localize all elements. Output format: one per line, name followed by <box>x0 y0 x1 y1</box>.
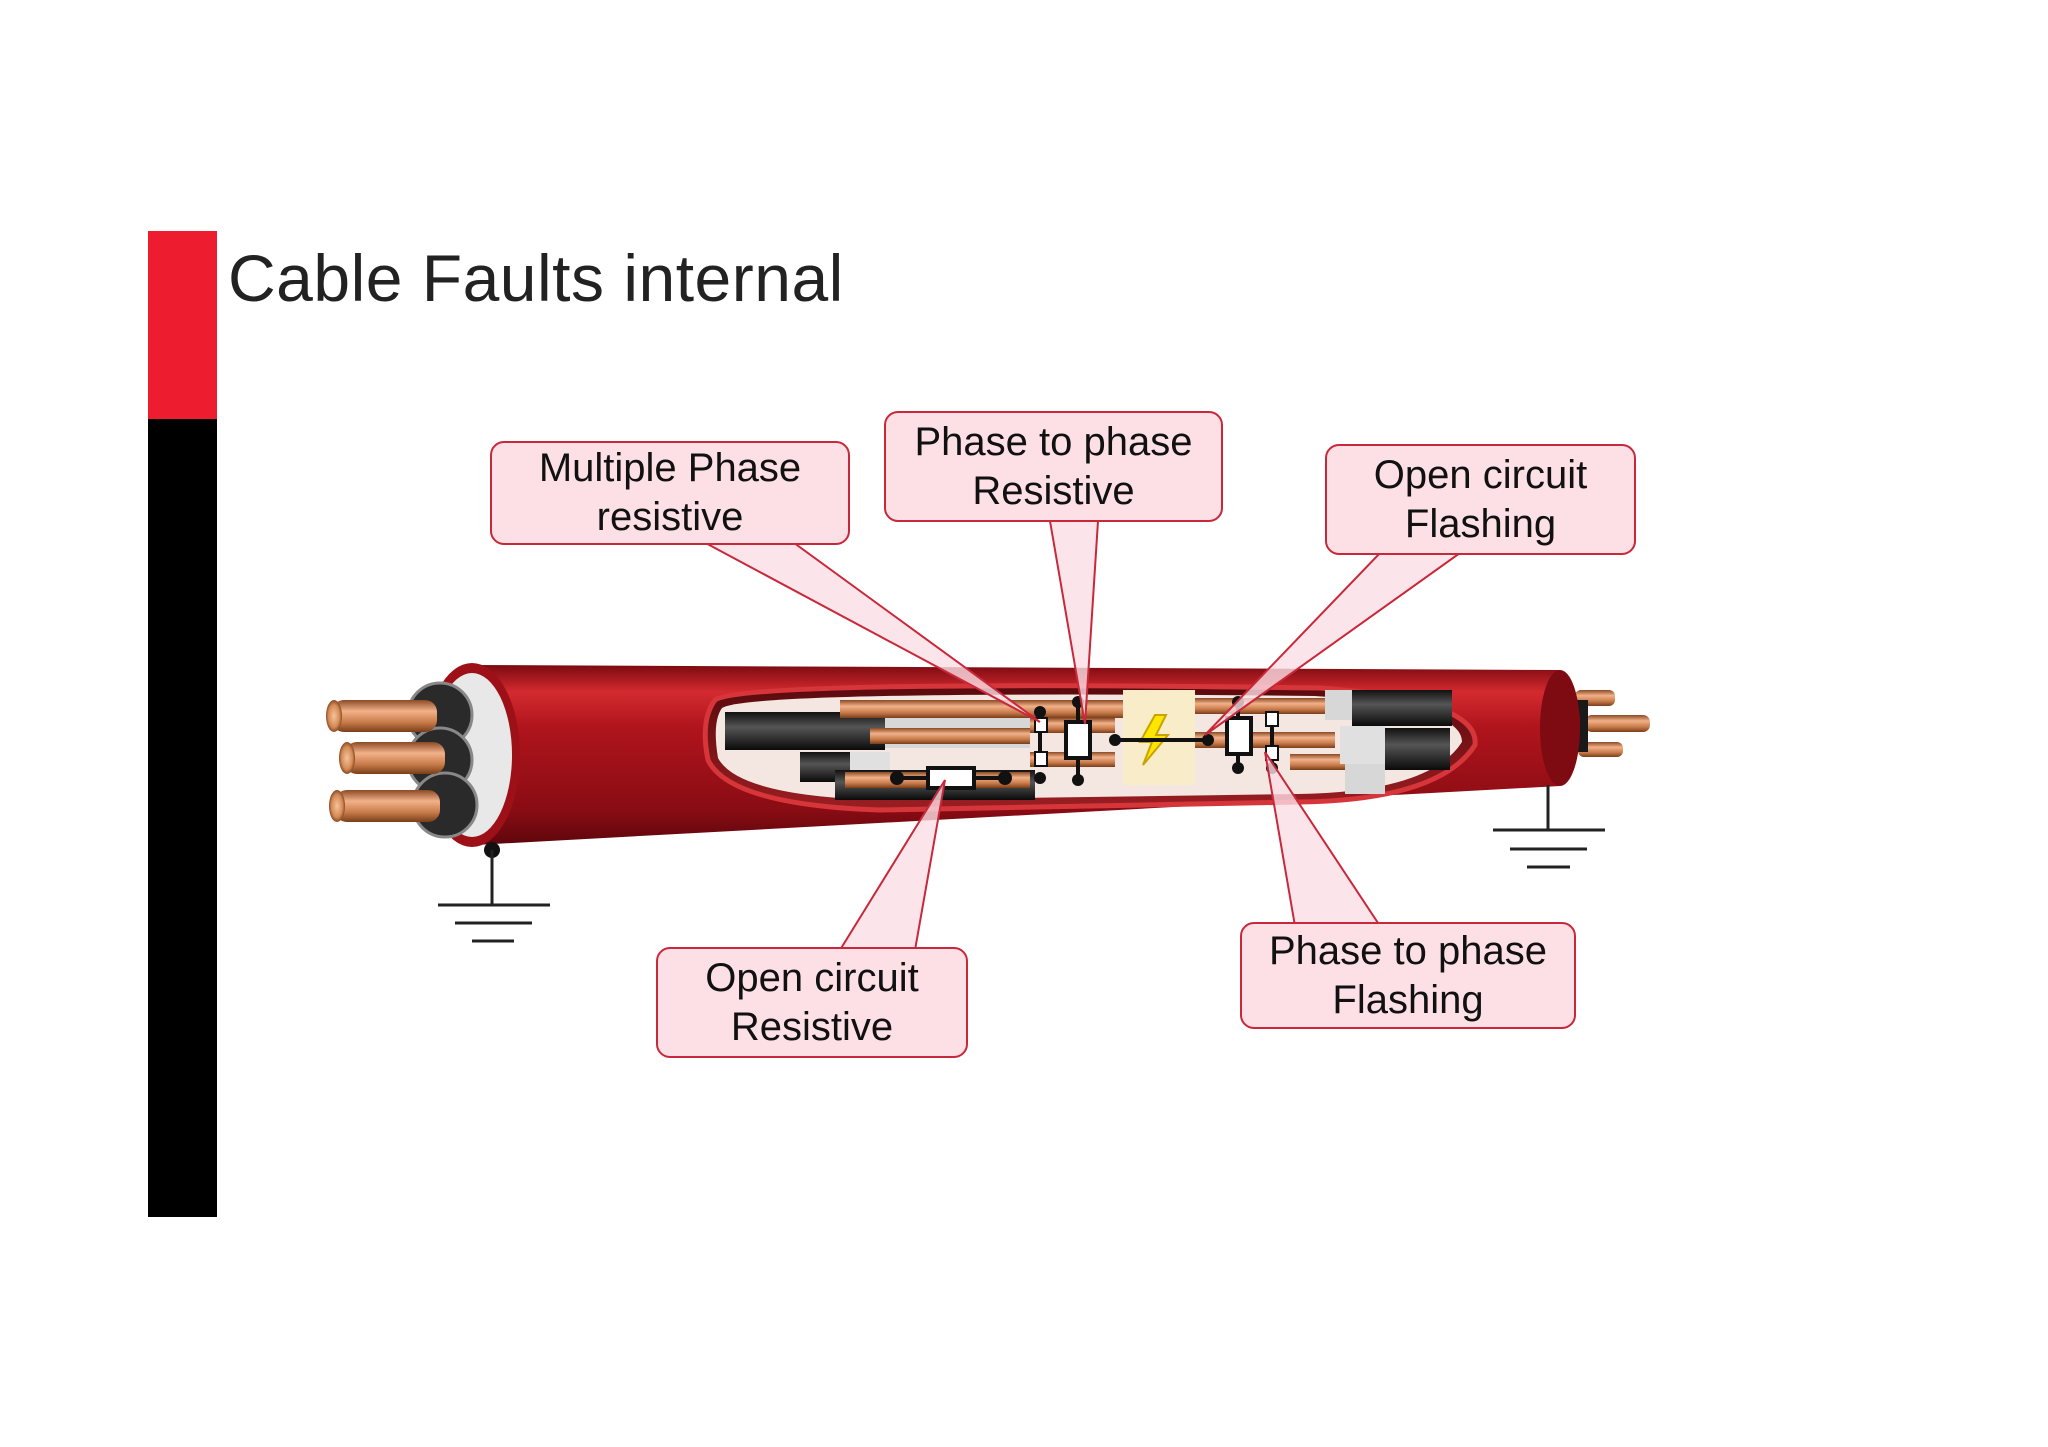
callout-multiple-phase-resistive: Multiple Phase resistive <box>490 441 850 545</box>
slide-title: Cable Faults internal <box>228 241 844 315</box>
right-conductor-ends <box>1566 690 1650 757</box>
circuit-nodes <box>890 696 1278 786</box>
resistor-icon <box>1064 720 1092 760</box>
callout-label: Open circuit Resistive <box>705 955 919 1049</box>
accent-bar-black <box>148 419 217 1217</box>
resistor-icon <box>926 766 976 790</box>
callout-open-circuit-resistive: Open circuit Resistive <box>656 947 968 1058</box>
callout-label: Phase to phase Flashing <box>1269 928 1547 1022</box>
callout-phase-to-phase-resistive: Phase to phase Resistive <box>884 411 1223 522</box>
resistor-icon <box>1034 751 1048 767</box>
ground-icon <box>1493 785 1605 869</box>
callout-label: Phase to phase Resistive <box>914 419 1193 513</box>
accent-bar-red <box>148 231 217 419</box>
resistor-icon <box>1225 716 1253 756</box>
fault-spark-block <box>1123 690 1195 785</box>
ground-icon <box>438 842 550 943</box>
left-cable-cores <box>326 681 479 839</box>
resistor-icon <box>1265 711 1279 727</box>
fault-circuit-symbols <box>895 700 1279 790</box>
callout-label: Multiple Phase resistive <box>538 446 802 539</box>
callout-label: Open circuit Flashing <box>1373 452 1588 546</box>
callout-open-circuit-flashing: Open circuit Flashing <box>1325 444 1636 555</box>
callout-phase-to-phase-flashing: Phase to phase Flashing <box>1240 922 1576 1029</box>
